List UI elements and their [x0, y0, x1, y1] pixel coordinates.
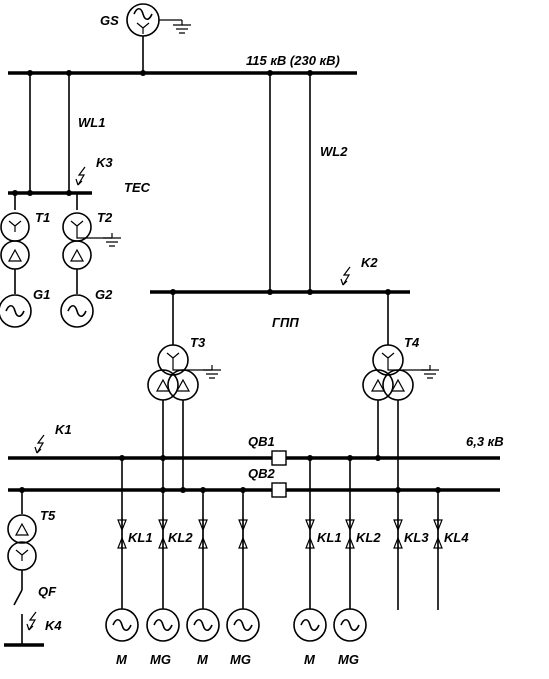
ground-icon — [202, 364, 222, 379]
lv-bus-section-1: 6,3 кВ K1 — [8, 422, 504, 461]
label-qb1: QB1 — [248, 434, 275, 449]
label-gs: GS — [100, 13, 119, 28]
line-wl1: WL1 — [29, 73, 105, 193]
label-qf: QF — [38, 584, 57, 599]
label-wl1: WL1 — [78, 115, 105, 130]
feeder-kl1-left: KL1 M — [105, 458, 153, 667]
label-tec: TEC — [124, 180, 151, 195]
gpp-bus: K2 ГПП — [150, 255, 410, 330]
transformer-t4: T4 — [362, 292, 440, 490]
label-k1: K1 — [55, 422, 72, 437]
fault-k2-icon — [340, 266, 351, 286]
label-g2: G2 — [95, 287, 113, 302]
feeder-kl2-right: KL2 MG — [333, 458, 381, 667]
fault-k3-icon — [75, 166, 86, 186]
label-t1: T1 — [35, 210, 50, 225]
ground-icon — [172, 19, 192, 34]
feeder-kl2-left: KL2 MG — [146, 490, 193, 667]
transformer-t2: T2 — [62, 193, 122, 294]
label-gpp: ГПП — [272, 315, 299, 330]
system-source-gs: GS — [100, 3, 192, 73]
label-kl2-left: KL2 — [168, 530, 193, 545]
label-motor-generator-3: MG — [338, 652, 359, 667]
label-t4: T4 — [404, 335, 420, 350]
label-hv-bus: 115 кВ (230 кВ) — [246, 53, 340, 68]
label-t3: T3 — [190, 335, 206, 350]
ground-icon — [102, 232, 122, 247]
label-qb2: QB2 — [248, 466, 276, 481]
label-kl3: KL3 — [404, 530, 429, 545]
label-motor-generator-1: MG — [150, 652, 171, 667]
breaker-qb2: QB2 — [248, 466, 287, 498]
fault-k4-icon — [26, 611, 37, 631]
label-k2: K2 — [361, 255, 378, 270]
generator-g2: G2 — [60, 287, 113, 328]
label-kl1-left: KL1 — [128, 530, 153, 545]
transformer-t5: T5 — [7, 490, 56, 590]
feeder-motor-generator-2: MG — [226, 490, 260, 667]
ground-icon — [420, 364, 440, 379]
label-wl2: WL2 — [320, 144, 348, 159]
feeder-kl1-right: KL1 M — [293, 458, 342, 667]
hv-bus: 115 кВ (230 кВ) — [8, 53, 357, 76]
feeder-motor-2: M — [186, 490, 220, 667]
label-k3: K3 — [96, 155, 113, 170]
label-g1: G1 — [33, 287, 50, 302]
transformer-t1: T1 — [0, 193, 50, 294]
generator-g1: G1 — [0, 287, 50, 328]
label-motor-1: M — [116, 652, 128, 667]
transformer-t3: T3 — [147, 292, 222, 490]
feeder-kl4: KL4 — [433, 490, 469, 610]
label-motor-generator-2: MG — [230, 652, 251, 667]
label-kl1-right: KL1 — [317, 530, 342, 545]
label-t5: T5 — [40, 508, 56, 523]
label-kl2-right: KL2 — [356, 530, 381, 545]
line-wl2: WL2 — [269, 73, 348, 292]
label-motor-3: M — [304, 652, 316, 667]
label-lv-bus: 6,3 кВ — [466, 434, 504, 449]
feeder-kl3: KL3 — [393, 490, 429, 610]
label-t2: T2 — [97, 210, 113, 225]
lv-bus-section-2 — [8, 487, 500, 493]
fault-k1-icon — [34, 434, 45, 454]
label-motor-2: M — [197, 652, 209, 667]
breaker-qf: QF K4 — [13, 584, 62, 645]
label-kl4: KL4 — [444, 530, 469, 545]
breaker-qb1: QB1 — [248, 434, 287, 466]
label-k4: K4 — [45, 618, 62, 633]
